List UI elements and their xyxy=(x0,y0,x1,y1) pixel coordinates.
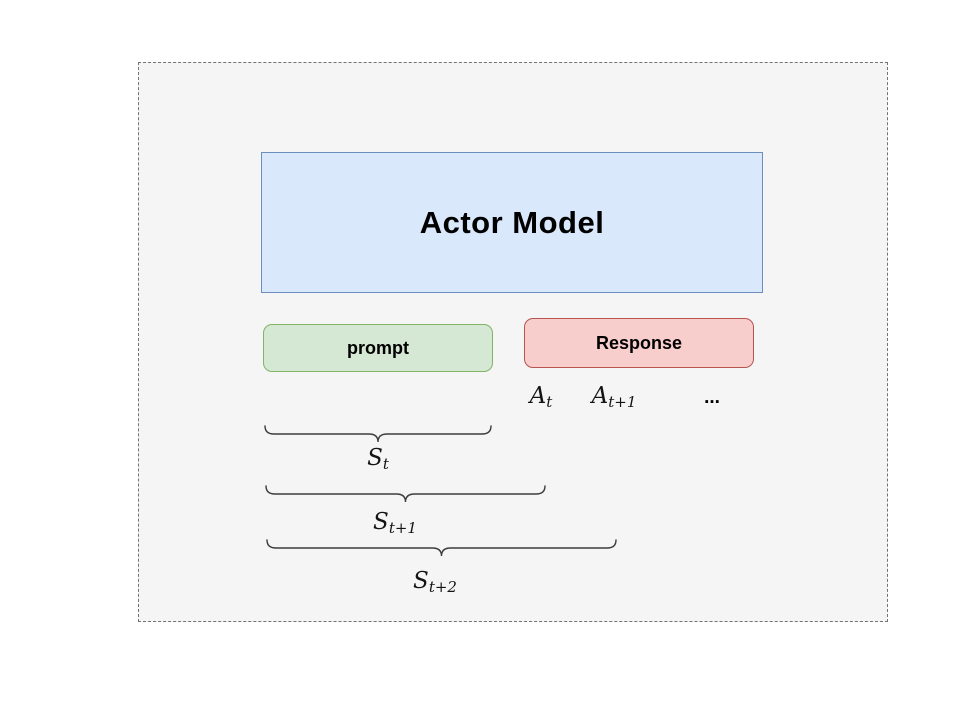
response-label: Response xyxy=(595,332,683,353)
dashed-frame xyxy=(138,62,888,622)
action-t-subscript: t xyxy=(546,393,553,412)
prompt-label: prompt xyxy=(347,337,409,358)
action-t-base: A xyxy=(529,383,547,409)
state-t2-subscript: t+2 xyxy=(428,578,457,597)
state-label-t2: St+2 xyxy=(413,568,457,597)
actor-model-label: Actor Model xyxy=(419,204,605,240)
prompt-box: prompt xyxy=(263,324,493,372)
state-t1-base: S xyxy=(373,509,389,535)
state-t-base: S xyxy=(367,445,383,471)
actor-model-box: Actor Model xyxy=(261,152,763,293)
action-t1-base: A xyxy=(591,383,609,409)
action-label-t: At xyxy=(529,383,553,412)
state-label-t: St xyxy=(367,445,389,474)
actions-ellipsis: ... xyxy=(704,387,720,408)
response-box: Response xyxy=(524,318,754,368)
state-t2-base: S xyxy=(413,568,429,594)
state-t1-subscript: t+1 xyxy=(388,519,417,538)
action-t1-subscript: t+1 xyxy=(608,393,637,412)
state-label-t1: St+1 xyxy=(373,509,417,538)
state-t-subscript: t xyxy=(382,455,389,474)
action-label-t1: At+1 xyxy=(591,383,637,412)
